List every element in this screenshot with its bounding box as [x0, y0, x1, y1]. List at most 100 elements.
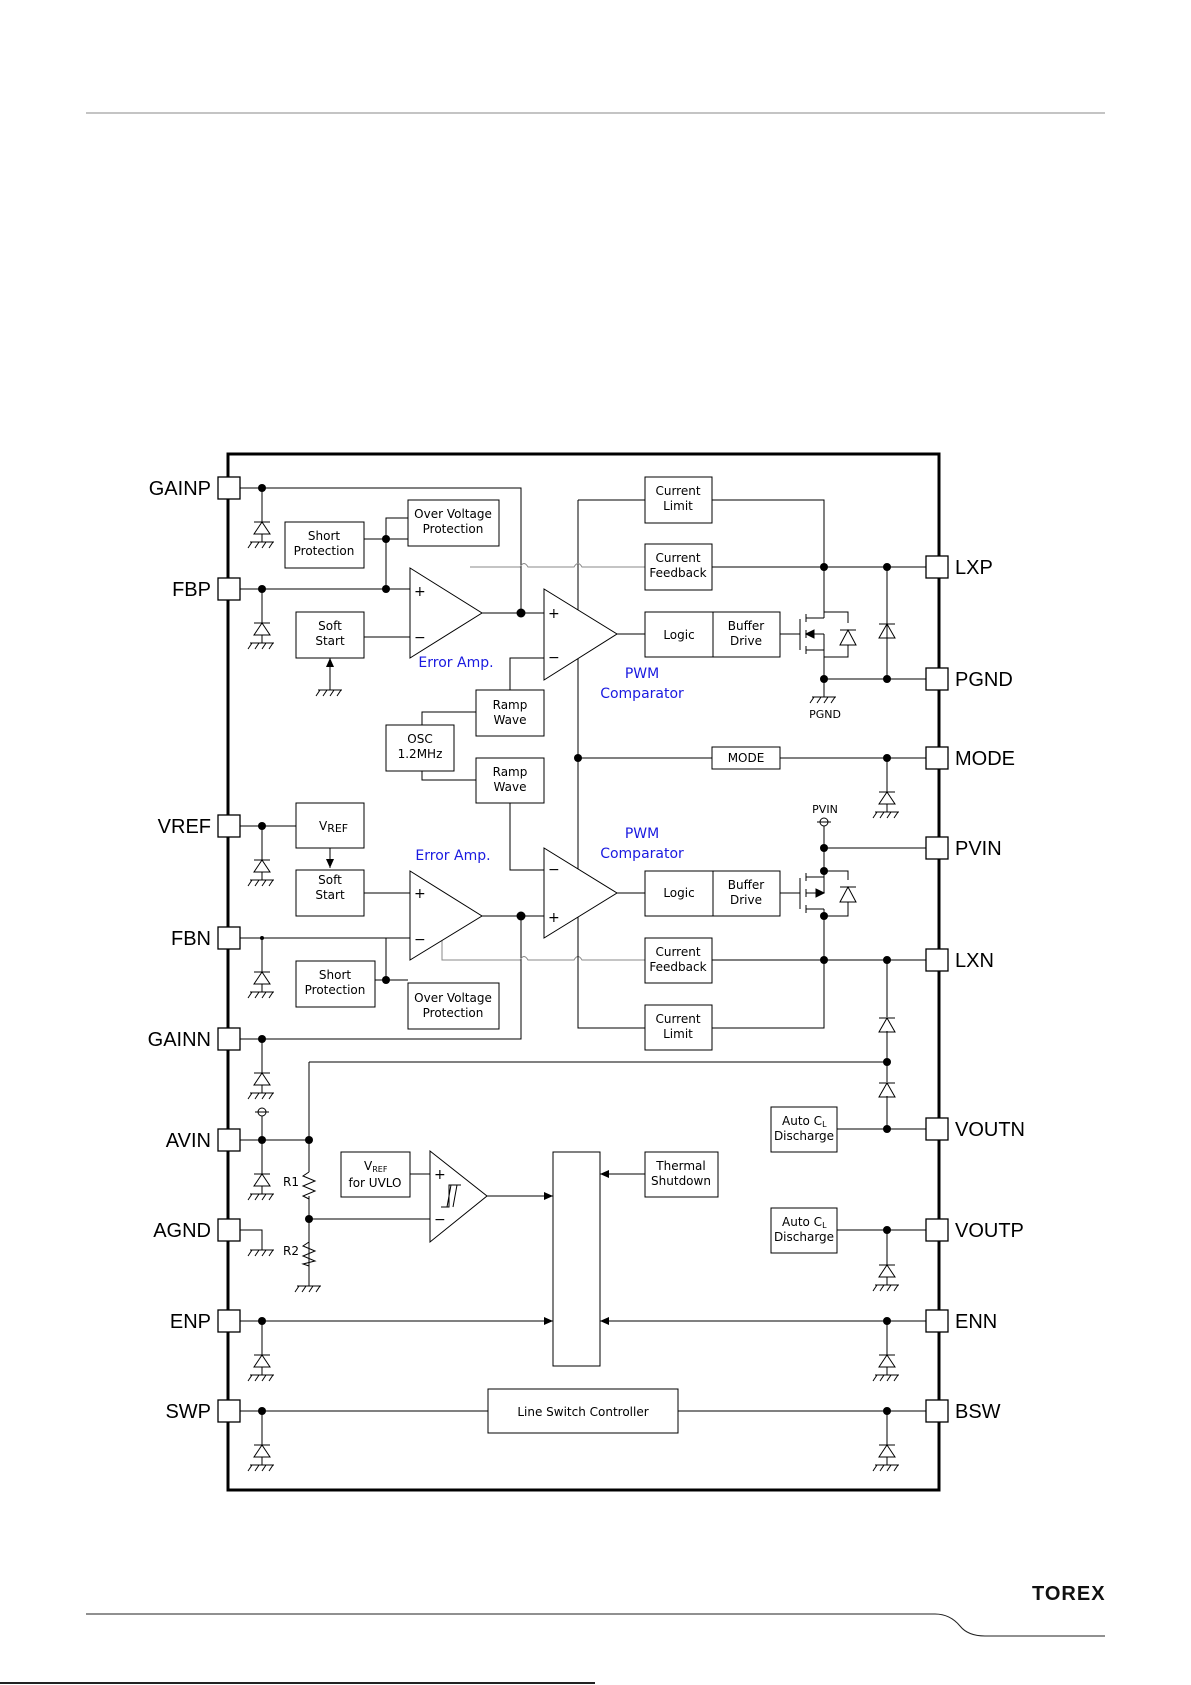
- pin-pad-mode: [925, 746, 949, 770]
- pin-label-lxn: LXN: [955, 950, 994, 972]
- pin-label-vref: VREF: [158, 816, 211, 838]
- pin-pad-fbn: [217, 926, 241, 950]
- over-voltage-protection-top: Over Voltage: [414, 507, 492, 521]
- pin-label-enn: ENN: [955, 1311, 997, 1333]
- short-protection-top: Short: [308, 529, 340, 543]
- mosfet-low-side: [799, 612, 857, 657]
- pin-pad-pvin: [925, 836, 949, 860]
- svg-text:−: −: [548, 862, 560, 878]
- pwm-comparator-top-label: PWM: [625, 666, 659, 682]
- wires: [240, 487, 926, 1433]
- buffer-drive-top: Buffer: [728, 619, 764, 633]
- svg-text:+: +: [548, 606, 560, 622]
- oscillator: OSC: [407, 732, 432, 746]
- svg-text:Drive: Drive: [730, 893, 762, 907]
- vref-block: VREF: [319, 819, 348, 835]
- pin-pad-gainn: [217, 1027, 241, 1051]
- soft-start-bottom: Soft: [318, 873, 342, 887]
- pin-label-swp: SWP: [165, 1401, 211, 1423]
- pgnd-node-label: PGND: [809, 708, 841, 721]
- svg-text:Protection: Protection: [423, 522, 484, 536]
- function-blocks: [284, 476, 838, 1434]
- pwm-comparator-top: [543, 588, 618, 681]
- svg-text:Discharge: Discharge: [774, 1129, 834, 1143]
- svg-text:−: −: [414, 630, 426, 646]
- current-limit-top: Current: [655, 484, 700, 498]
- svg-text:Protection: Protection: [423, 1006, 484, 1020]
- svg-text:Feedback: Feedback: [649, 566, 706, 580]
- svg-text:Wave: Wave: [494, 713, 527, 727]
- mode-block: MODE: [728, 751, 765, 765]
- svg-text:+: +: [548, 910, 560, 926]
- svg-text:+: +: [414, 886, 426, 902]
- svg-text:1.2MHz: 1.2MHz: [398, 747, 443, 761]
- svg-text:Start: Start: [315, 634, 345, 648]
- pin-label-agnd: AGND: [153, 1220, 211, 1242]
- pin-pad-gainp: [217, 476, 241, 500]
- svg-text:VREF: VREF: [364, 1159, 388, 1174]
- svg-text:Start: Start: [315, 888, 345, 902]
- svg-text:Limit: Limit: [663, 1027, 693, 1041]
- mosfet-high-side: [799, 871, 857, 916]
- pin-pad-enp: [217, 1309, 241, 1333]
- pwm-comparator-bottom: [543, 847, 618, 939]
- svg-text:Wave: Wave: [494, 780, 527, 794]
- logic-top: Logic: [663, 628, 694, 642]
- over-voltage-protection-bottom: Over Voltage: [414, 991, 492, 1005]
- pin-pad-lxn: [925, 948, 949, 972]
- svg-text:+: +: [414, 584, 426, 600]
- hysteresis-symbol: [441, 1184, 461, 1208]
- arrowheads: [326, 658, 609, 1325]
- logic-bottom: Logic: [663, 886, 694, 900]
- pin-label-gainn: GAINN: [148, 1029, 211, 1051]
- short-protection-bottom: Short: [319, 968, 351, 982]
- auto-cl-discharge-bottom: Auto CL: [782, 1215, 827, 1230]
- error-amp-top-label: Error Amp.: [418, 655, 493, 671]
- svg-text:Protection: Protection: [294, 544, 355, 558]
- pin-pad-bsw: [925, 1399, 949, 1423]
- buffer-drive-bottom: Buffer: [728, 878, 764, 892]
- svg-text:Drive: Drive: [730, 634, 762, 648]
- auto-cl-discharge-top: Auto CL: [782, 1114, 827, 1129]
- error-amp-top: [409, 567, 483, 659]
- current-limit-bottom: Current: [655, 1012, 700, 1026]
- control-logic-block: [552, 1151, 601, 1367]
- pin-label-lxp: LXP: [955, 557, 993, 579]
- svg-text:+: +: [434, 1167, 446, 1183]
- pwm-comparator-bottom-label: PWM: [625, 826, 659, 842]
- current-feedback-top: Current: [655, 551, 700, 565]
- error-amp-bottom-label: Error Amp.: [415, 848, 490, 864]
- svg-text:−: −: [414, 932, 426, 948]
- pin-label-voutp: VOUTP: [955, 1220, 1024, 1242]
- pin-label-gainp: GAINP: [149, 478, 211, 500]
- pin-pad-enn: [925, 1309, 949, 1333]
- soft-start-top: Soft: [318, 619, 342, 633]
- svg-text:−: −: [434, 1212, 446, 1228]
- left-pins: GAINP FBP VREF FBN GAINN AVIN AGND ENP S…: [148, 476, 241, 1423]
- svg-text:Protection: Protection: [305, 983, 366, 997]
- pin-pad-swp: [217, 1399, 241, 1423]
- svg-text:Comparator: Comparator: [600, 846, 684, 862]
- svg-text:Limit: Limit: [663, 499, 693, 513]
- resistor-r2: [301, 1241, 317, 1267]
- svg-text:−: −: [548, 650, 560, 666]
- error-amp-bottom: [409, 870, 483, 961]
- left-esd-diodes: [240, 487, 275, 1472]
- right-pins: LXP PGND MODE PVIN LXN VOUTN VOUTP ENN B…: [925, 555, 1025, 1423]
- pin-label-enp: ENP: [170, 1311, 211, 1333]
- torex-logo: TOREX: [1032, 1583, 1106, 1605]
- pin-label-voutn: VOUTN: [955, 1119, 1025, 1141]
- pin-pad-pgnd: [925, 667, 949, 691]
- svg-text:Discharge: Discharge: [774, 1230, 834, 1244]
- chip-outline: [226, 452, 941, 1492]
- pvin-node-label: PVIN: [812, 803, 838, 816]
- pin-pad-vref: [217, 814, 241, 838]
- pin-pad-fbp: [217, 577, 241, 601]
- current-feedback-bottom: Current: [655, 945, 700, 959]
- ramp-wave-top: Ramp: [493, 698, 528, 712]
- pin-pad-avin: [217, 1128, 241, 1152]
- ramp-wave-bottom: Ramp: [493, 765, 528, 779]
- resistor-r1: [301, 1171, 317, 1200]
- pin-pad-voutn: [925, 1117, 949, 1141]
